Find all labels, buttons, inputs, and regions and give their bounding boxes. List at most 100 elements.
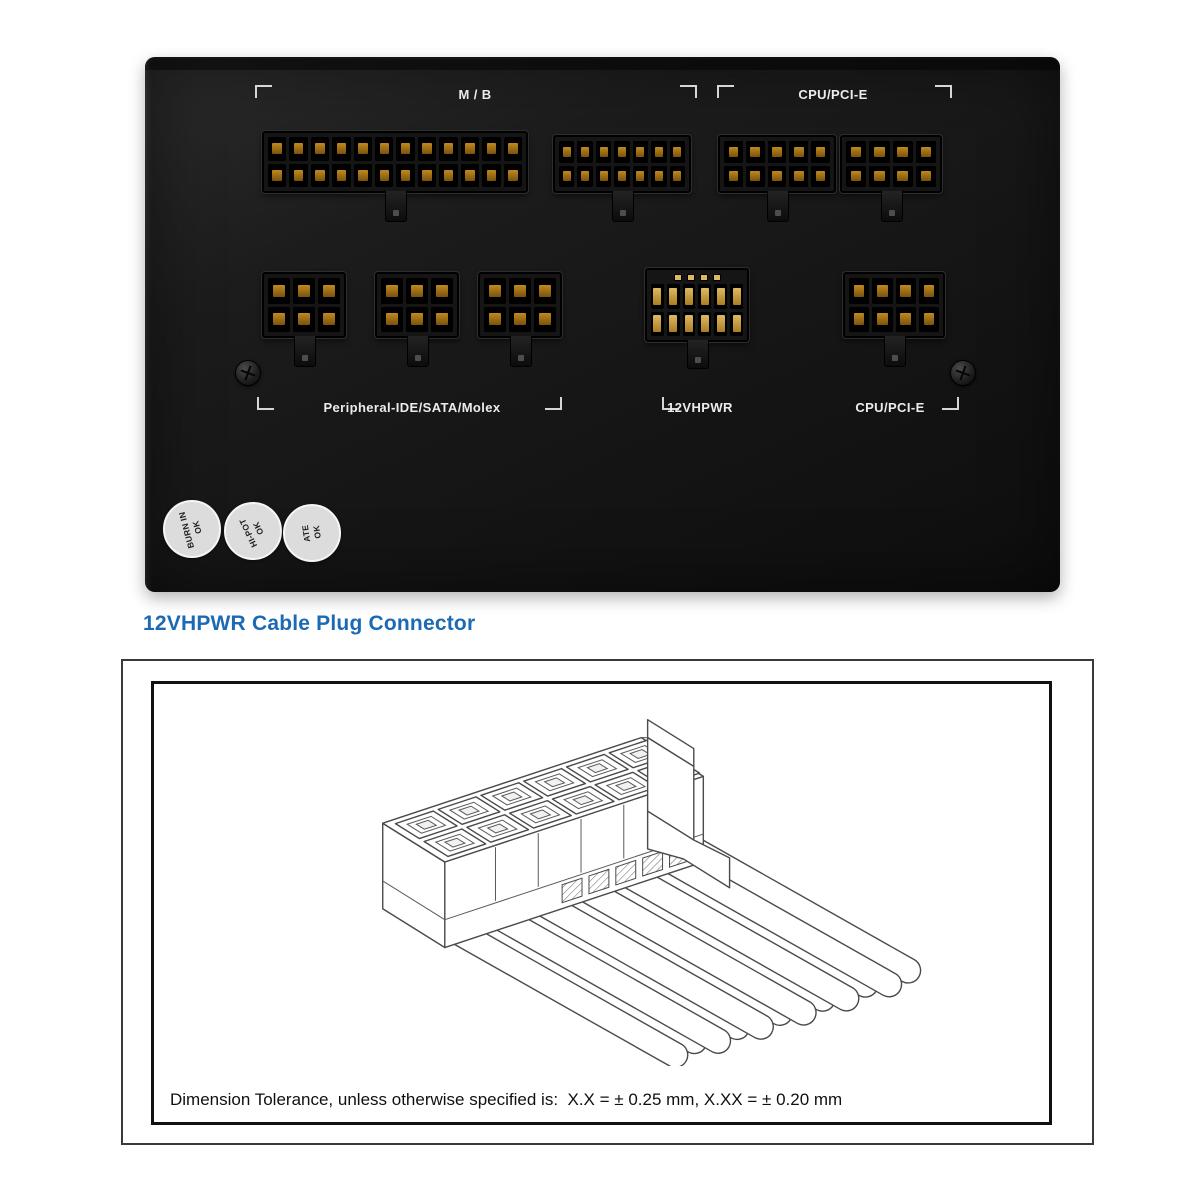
pin-contact xyxy=(654,171,663,182)
pin-contact xyxy=(386,284,398,297)
connector-clip xyxy=(767,191,789,222)
stamp-hi-pot: HI-POT OK xyxy=(224,502,282,560)
pin-socket xyxy=(595,141,612,163)
pin-contact xyxy=(508,169,518,181)
pin-socket xyxy=(915,141,936,163)
pin-contact xyxy=(379,143,390,155)
pin-socket xyxy=(353,137,373,161)
crop-corner-mark xyxy=(662,397,679,410)
pin-socket xyxy=(559,165,575,187)
pin-contact xyxy=(728,171,739,182)
pin-contact xyxy=(436,313,448,326)
pin-socket xyxy=(789,141,809,163)
pin-socket xyxy=(289,163,308,187)
pin-contact xyxy=(654,146,663,157)
pin-grid xyxy=(381,278,453,332)
pin-socket xyxy=(396,137,415,161)
pin-socket xyxy=(651,284,664,309)
pin-socket xyxy=(484,278,506,304)
sense-pin xyxy=(673,274,682,281)
connector-mb-24pin xyxy=(262,131,528,193)
pin-socket xyxy=(353,163,373,187)
pin-contact xyxy=(793,171,804,182)
pin-socket xyxy=(698,284,712,309)
pin-socket xyxy=(559,141,575,163)
pin-socket xyxy=(318,278,340,304)
pin-contact xyxy=(850,171,862,182)
pin-socket xyxy=(767,165,787,187)
screw-left xyxy=(235,360,261,386)
pin-contact xyxy=(900,284,911,297)
pin-socket xyxy=(682,284,696,309)
pin-contact xyxy=(700,287,709,305)
pin-socket xyxy=(666,284,680,309)
pin-contact xyxy=(897,146,908,157)
sense-pin xyxy=(686,274,695,281)
pin-socket xyxy=(417,163,437,187)
pin-socket xyxy=(577,165,593,187)
section-heading: 12VHPWR Cable Plug Connector xyxy=(143,612,476,635)
pin-contact xyxy=(386,313,398,326)
pin-contact xyxy=(673,146,682,157)
pin-contact xyxy=(728,146,739,157)
pin-contact xyxy=(636,171,645,182)
pin-socket xyxy=(745,141,765,163)
pin-contact xyxy=(562,171,571,182)
pin-contact xyxy=(411,284,423,297)
connector-peripheral-6pin-3 xyxy=(478,272,562,338)
pin-socket xyxy=(318,306,340,332)
connector-peripheral-6pin-1 xyxy=(262,272,346,338)
pin-contact xyxy=(336,143,347,155)
pin-contact xyxy=(465,169,475,181)
pin-contact xyxy=(400,143,411,155)
pin-socket xyxy=(849,278,870,304)
pin-socket xyxy=(682,311,696,336)
connector-clip xyxy=(294,336,316,367)
stamp-ate: ATE OK xyxy=(283,504,341,562)
12vhpwr-plug-line-drawing xyxy=(382,719,922,1066)
pin-contact xyxy=(486,169,497,181)
sense-pin xyxy=(712,274,721,281)
pin-socket xyxy=(332,163,351,187)
crop-corner-mark xyxy=(942,397,959,410)
pin-socket xyxy=(439,137,458,161)
connector-clip xyxy=(884,336,906,367)
drawing-outer-frame: Dimension Tolerance, unless otherwise sp… xyxy=(121,659,1094,1145)
crop-corner-mark xyxy=(680,85,697,98)
label-peripheral: Peripheral-IDE/SATA/Molex xyxy=(323,400,501,415)
pin-socket xyxy=(310,163,330,187)
pin-socket xyxy=(918,278,939,304)
pin-contact xyxy=(443,169,454,181)
pin-socket xyxy=(895,306,916,332)
pin-contact xyxy=(272,169,282,181)
pin-socket xyxy=(509,278,531,304)
pin-socket xyxy=(268,306,290,332)
stamp-burn-in-line2: OK xyxy=(190,519,204,536)
pin-socket xyxy=(460,163,480,187)
pin-socket xyxy=(482,137,501,161)
pin-contact xyxy=(897,171,908,182)
pin-contact xyxy=(358,169,368,181)
pin-contact xyxy=(716,315,725,333)
pin-socket xyxy=(730,311,743,336)
pin-socket xyxy=(460,137,480,161)
pin-socket xyxy=(811,165,830,187)
psu-rear-panel: M / B CPU/PCI-E Peripheral-IDE/SATA/Mole… xyxy=(145,57,1060,592)
pin-socket xyxy=(698,311,712,336)
label-mb: M / B xyxy=(458,87,492,102)
pin-contact xyxy=(273,284,285,297)
pin-contact xyxy=(508,143,518,155)
pin-socket xyxy=(811,141,830,163)
label-cpu-pcie-bottom: CPU/PCI-E xyxy=(855,400,925,415)
pin-contact xyxy=(514,313,526,326)
pin-contact xyxy=(793,146,804,157)
pin-socket xyxy=(417,137,437,161)
pin-socket xyxy=(482,163,501,187)
pin-grid xyxy=(268,137,522,187)
pin-contact xyxy=(732,287,741,305)
pin-socket xyxy=(669,141,685,163)
pin-contact xyxy=(539,284,551,297)
pin-contact xyxy=(673,171,682,182)
pin-contact xyxy=(750,171,761,182)
